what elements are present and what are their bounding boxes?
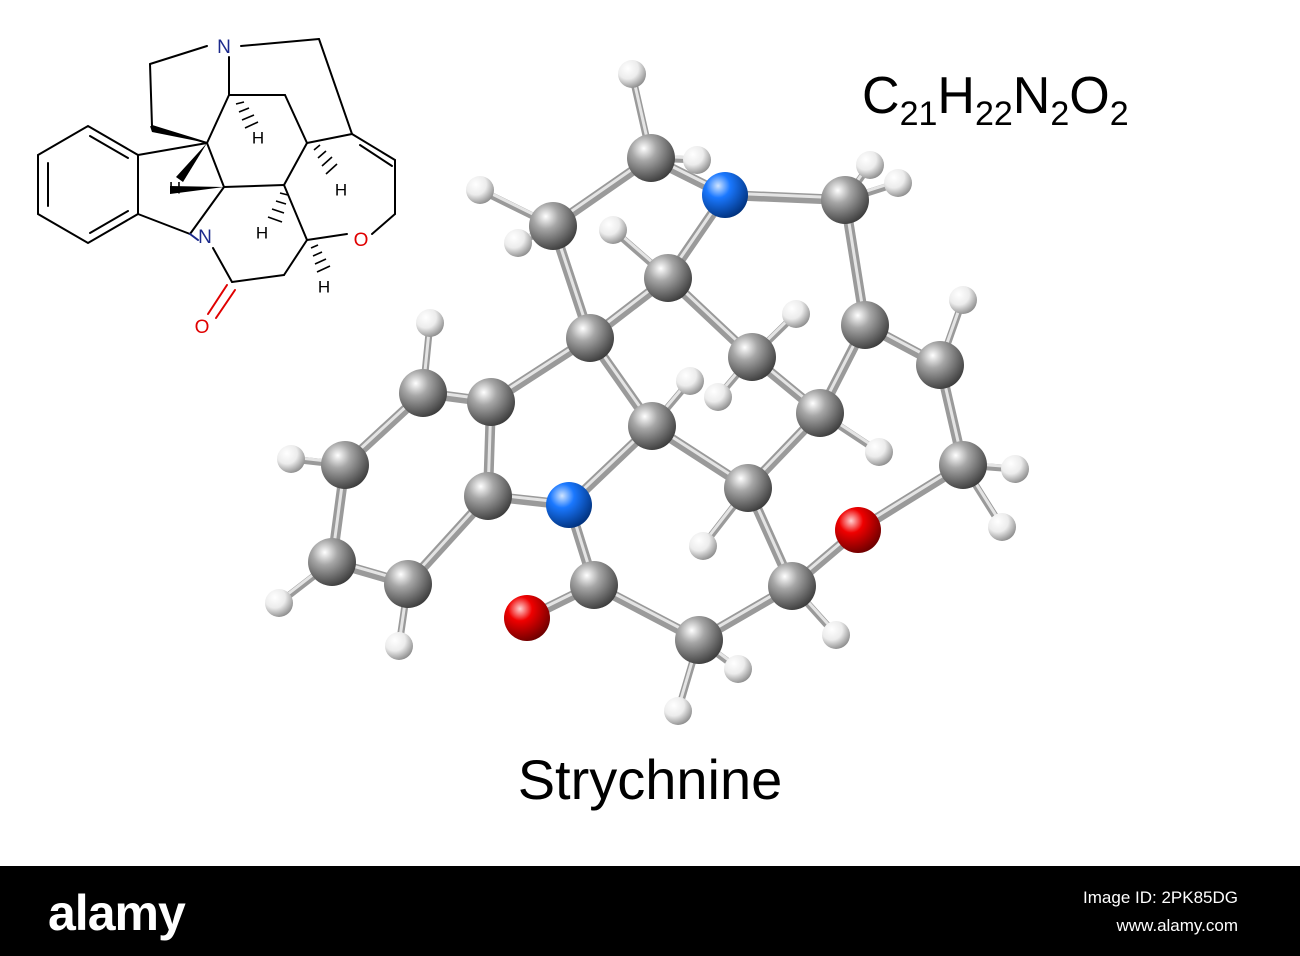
nitrogen-atom — [702, 172, 748, 218]
carbon-atom — [796, 389, 844, 437]
nitrogen-atom — [546, 482, 592, 528]
site-url: www.alamy.com — [1116, 916, 1238, 935]
carbon-atom — [464, 472, 512, 520]
h-label: H — [318, 277, 330, 296]
carbon-atom — [841, 301, 889, 349]
hydrogen-atom — [822, 621, 850, 649]
carbon-atom — [768, 562, 816, 610]
amine-n-label: N — [217, 37, 231, 58]
hydrogen-atom — [856, 151, 884, 179]
h-label: H — [252, 128, 264, 147]
carbon-atom — [467, 378, 515, 426]
hydrogen-atom — [683, 146, 711, 174]
hydrogen-atom — [466, 176, 494, 204]
carbon-atom — [675, 616, 723, 664]
skeletal-structure: N N O O H H H H H — [37, 37, 396, 338]
carbon-atom — [644, 254, 692, 302]
figure-canvas: N N O O H H H H H C21H22N2O2 Strychnine — [37, 37, 1129, 811]
carbon-atom — [939, 441, 987, 489]
ball-and-stick-model — [265, 60, 1029, 725]
hydrogen-atom — [385, 632, 413, 660]
h-label: H — [335, 180, 347, 199]
carbon-atom — [384, 560, 432, 608]
hydrogen-atom — [782, 300, 810, 328]
hydrogen-atom — [664, 697, 692, 725]
hydrogen-atom — [884, 169, 912, 197]
carbonyl-o-label: O — [195, 317, 210, 338]
image-id-text: Image ID: 2PK85DG — [1083, 888, 1238, 907]
hydrogen-atom — [676, 367, 704, 395]
hydrogen-atom — [988, 513, 1016, 541]
oxygen-atom — [504, 595, 550, 641]
compound-name: Strychnine — [517, 748, 783, 811]
amide-n-label: N — [198, 227, 212, 248]
hydrogen-atom — [599, 216, 627, 244]
hydrogen-atom — [265, 589, 293, 617]
carbon-atom — [308, 538, 356, 586]
carbon-atom — [321, 441, 369, 489]
hydrogen-atom — [618, 60, 646, 88]
hydrogen-atom — [865, 438, 893, 466]
carbon-atom — [399, 369, 447, 417]
hydrogen-atom — [504, 229, 532, 257]
carbon-atom — [821, 176, 869, 224]
molecular-formula: C21H22N2O2 — [862, 67, 1129, 133]
carbon-atom — [566, 314, 614, 362]
watermark-footer: alamy Image ID: 2PK85DG www.alamy.com — [0, 866, 1300, 956]
brand-logo: alamy — [48, 885, 186, 941]
carbon-atom — [529, 202, 577, 250]
hydrogen-atom — [277, 445, 305, 473]
hydrogen-atom — [689, 532, 717, 560]
carbon-atom — [628, 402, 676, 450]
h-label: H — [256, 223, 268, 242]
hydrogen-atom — [416, 309, 444, 337]
hydrogen-atom — [1001, 455, 1029, 483]
carbon-atom — [627, 134, 675, 182]
carbon-atom — [916, 341, 964, 389]
hydrogen-atom — [724, 655, 752, 683]
carbon-atom — [728, 333, 776, 381]
carbon-atom — [570, 561, 618, 609]
carbon-atom — [724, 464, 772, 512]
hydrogen-atom — [949, 286, 977, 314]
hydrogen-atom — [704, 383, 732, 411]
h-label: H — [169, 178, 181, 197]
ether-o-label: O — [354, 230, 369, 251]
oxygen-atom — [835, 507, 881, 553]
